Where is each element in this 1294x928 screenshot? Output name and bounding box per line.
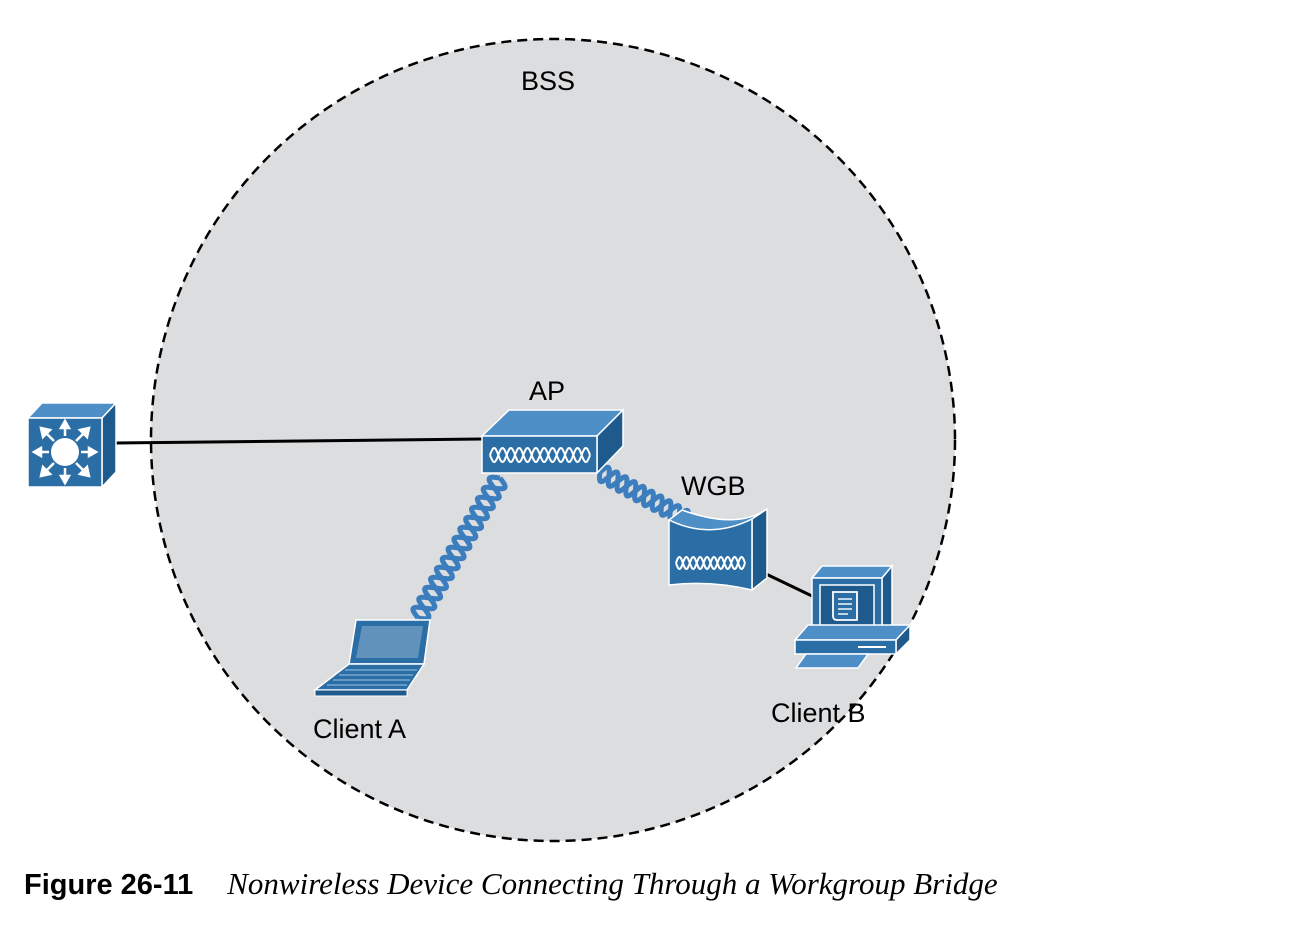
client-b-label: Client B (771, 698, 866, 728)
network-diagram: BSS AP WGB (26, 37, 957, 843)
wgb-label: WGB (681, 471, 746, 501)
figure-title: Nonwireless Device Connecting Through a … (227, 866, 998, 901)
wired-link-wgb-client-b (763, 571, 813, 598)
wireless-link-ap-wgb (597, 464, 691, 528)
laptop-icon (312, 619, 431, 697)
wired-link-switch-ap (115, 437, 483, 445)
bss-label: BSS (521, 66, 575, 96)
workgroup-bridge-icon (667, 507, 768, 592)
figure-caption: Figure 26-11 Nonwireless Device Connectin… (24, 866, 1284, 916)
multilayer-switch-icon (26, 401, 118, 489)
pc-workstation-icon (793, 563, 912, 669)
access-point-icon (480, 408, 625, 475)
figure-number: Figure 26-11 (24, 869, 194, 901)
wireless-link-ap-client-a (410, 474, 508, 622)
client-a-label: Client A (313, 714, 406, 744)
ap-label: AP (529, 376, 565, 406)
